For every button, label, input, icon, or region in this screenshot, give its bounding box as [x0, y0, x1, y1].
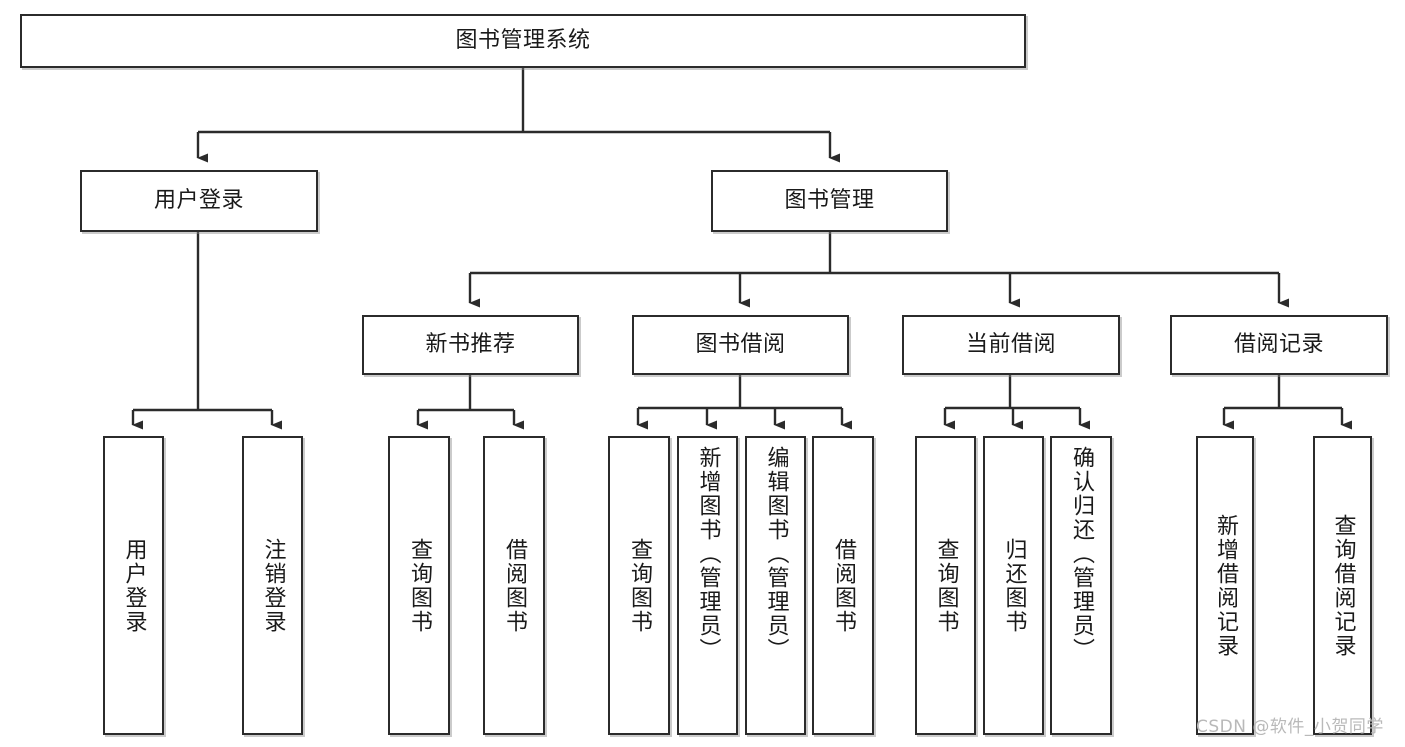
leaf-query-book-c[interactable]: 查询图书 [915, 436, 976, 735]
node-book-manage[interactable]: 图书管理 [711, 170, 948, 232]
leaf-user-login[interactable]: 用户登录 [103, 436, 164, 735]
leaf-query-book-a[interactable]: 查询图书 [388, 436, 450, 735]
leaf-logout-label: 注销登录 [260, 537, 286, 634]
node-borrow-record-label: 借阅记录 [1233, 332, 1324, 358]
leaf-query-record[interactable]: 查询借阅记录 [1313, 436, 1372, 735]
node-new-book-recommend-label: 新书推荐 [425, 332, 516, 358]
leaf-add-record[interactable]: 新增借阅记录 [1196, 436, 1254, 735]
leaf-confirm-return[interactable]: 确认归还（管理员） [1050, 436, 1112, 735]
leaf-add-book-label: 新增图书（管理员） [695, 446, 721, 662]
leaf-borrow-book-a-label: 借阅图书 [502, 537, 527, 634]
node-new-book-recommend[interactable]: 新书推荐 [362, 315, 579, 375]
node-user-login[interactable]: 用户登录 [80, 170, 318, 232]
leaf-query-book-c-label: 查询图书 [933, 537, 959, 634]
node-book-manage-label: 图书管理 [784, 188, 875, 214]
node-borrow-record[interactable]: 借阅记录 [1170, 315, 1388, 375]
leaf-borrow-book-a[interactable]: 借阅图书 [483, 436, 545, 735]
leaf-borrow-book-b-label: 借阅图书 [831, 537, 856, 634]
node-current-borrow[interactable]: 当前借阅 [902, 315, 1120, 375]
leaf-add-record-label: 新增借阅记录 [1213, 513, 1238, 658]
leaf-add-book[interactable]: 新增图书（管理员） [677, 436, 738, 735]
leaf-return-book-label: 归还图书 [1001, 537, 1027, 634]
leaf-query-book-b-label: 查询图书 [627, 537, 652, 634]
node-user-login-label: 用户登录 [153, 188, 244, 214]
leaf-query-record-label: 查询借阅记录 [1330, 513, 1356, 658]
leaf-query-book-a-label: 查询图书 [407, 537, 432, 634]
leaf-edit-book[interactable]: 编辑图书（管理员） [745, 436, 806, 735]
node-current-borrow-label: 当前借阅 [965, 332, 1056, 358]
watermark-text: CSDN @软件_小贺同学 [1196, 717, 1384, 737]
leaf-confirm-return-label: 确认归还（管理员） [1069, 446, 1094, 662]
node-root[interactable]: 图书管理系统 [20, 14, 1026, 68]
node-book-borrow-label: 图书借阅 [695, 332, 786, 358]
node-root-label: 图书管理系统 [455, 28, 591, 54]
leaf-query-book-b[interactable]: 查询图书 [608, 436, 670, 735]
leaf-edit-book-label: 编辑图书（管理员） [763, 446, 789, 662]
leaf-logout[interactable]: 注销登录 [242, 436, 303, 735]
leaf-borrow-book-b[interactable]: 借阅图书 [812, 436, 874, 735]
leaf-user-login-label: 用户登录 [121, 537, 147, 634]
node-book-borrow[interactable]: 图书借阅 [632, 315, 849, 375]
leaf-return-book[interactable]: 归还图书 [983, 436, 1044, 735]
